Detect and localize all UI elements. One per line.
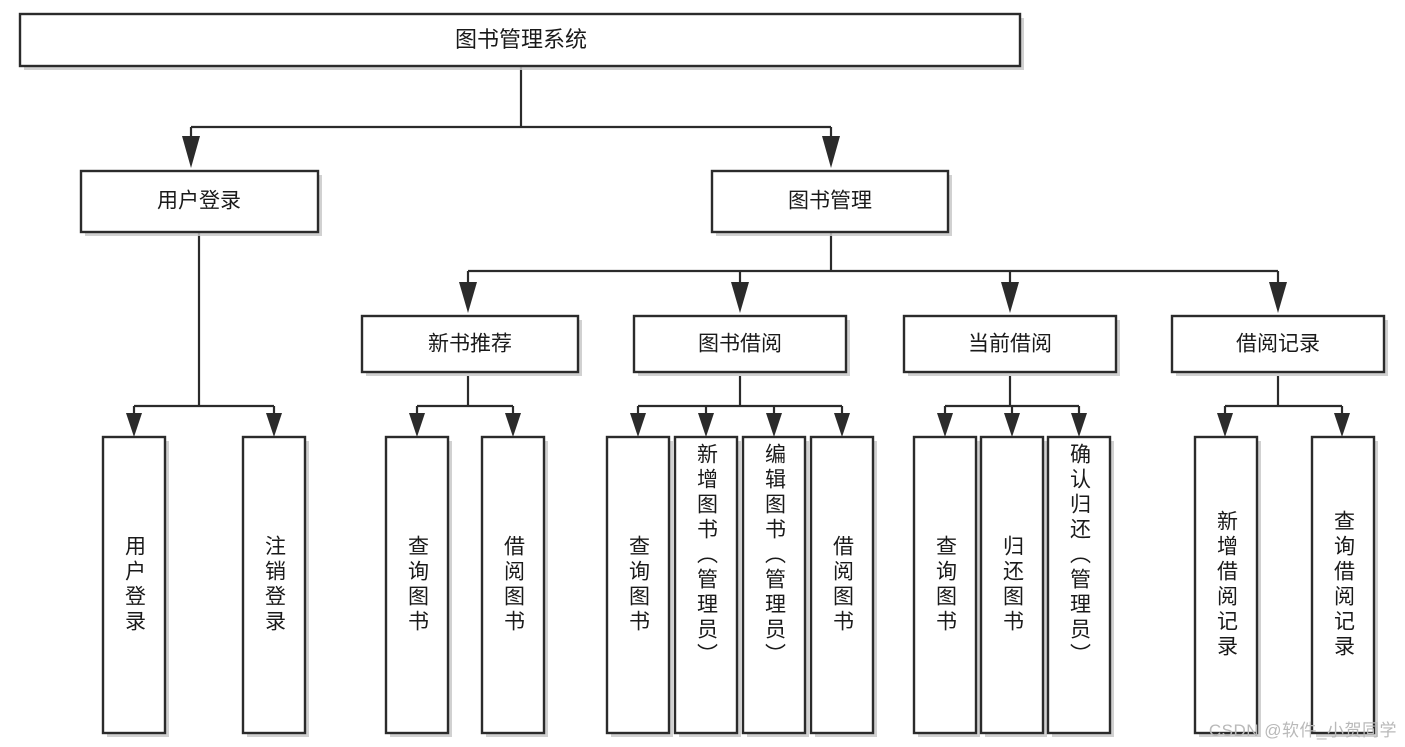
node-new-book-recommend[interactable]: 新书推荐 (360, 314, 582, 376)
node-book-borrow-box[interactable] (632, 314, 848, 374)
leaf-bb-4-box[interactable] (809, 435, 875, 735)
leaf-bb-3-box[interactable] (741, 435, 807, 735)
leaf-current-borrow-3[interactable] (1046, 435, 1114, 737)
leaf-new-book-2[interactable] (480, 435, 548, 737)
node-root-label: 图书管理系统 (455, 27, 587, 52)
connector-group-root (182, 66, 840, 168)
node-current-borrow-label: 当前借阅 (968, 333, 1052, 356)
arrowhead-leaf-nb-2 (505, 413, 521, 437)
leaf-nb-1-box[interactable] (384, 435, 450, 735)
arrowhead-book-manage (822, 136, 840, 168)
connector-group-user-login (126, 232, 282, 437)
leaf-user-login-2[interactable] (241, 435, 309, 737)
arrowhead-borrow-record (1269, 282, 1287, 313)
leaf-cb-3-box[interactable] (1046, 435, 1112, 735)
arrowhead-leaf-ul-1 (126, 413, 142, 437)
csdn-watermark: CSDN @软件_小贺同学 (1208, 721, 1397, 740)
leaf-cb-1-box[interactable] (912, 435, 978, 735)
connector-group-book-manage (459, 232, 1287, 313)
leaf-current-borrow-2[interactable] (979, 435, 1047, 737)
connector-group-current-borrow (937, 376, 1087, 437)
node-user-login[interactable]: 用户登录 (79, 169, 322, 236)
leaf-new-book-1[interactable] (384, 435, 452, 737)
node-user-login-box[interactable] (79, 169, 320, 234)
node-book-manage-label: 图书管理 (788, 190, 872, 213)
node-borrow-record[interactable]: 借阅记录 (1170, 314, 1388, 376)
arrowhead-leaf-bb-2 (698, 413, 714, 437)
connector-group-book-borrow (630, 376, 850, 437)
node-book-manage[interactable]: 图书管理 (710, 169, 952, 236)
node-book-manage-box[interactable] (710, 169, 950, 234)
leaf-cb-2-box[interactable] (979, 435, 1045, 735)
node-root-box[interactable] (18, 12, 1022, 68)
leaf-book-borrow-1[interactable] (605, 435, 673, 737)
arrowhead-leaf-bb-4 (834, 413, 850, 437)
node-borrow-record-box[interactable] (1170, 314, 1386, 374)
node-new-book-box[interactable] (360, 314, 580, 374)
node-book-borrow[interactable]: 图书借阅 (632, 314, 850, 376)
node-user-login-label: 用户登录 (157, 190, 241, 213)
leaf-ul-2-box[interactable] (241, 435, 307, 735)
leaf-ul-1-box[interactable] (101, 435, 167, 735)
leaf-bb-2-box[interactable] (673, 435, 739, 735)
leaf-book-borrow-3[interactable] (741, 435, 809, 737)
arrowhead-leaf-nb-1 (409, 413, 425, 437)
arrowhead-leaf-bb-3 (766, 413, 782, 437)
leaf-current-borrow-1[interactable] (912, 435, 980, 737)
node-root[interactable]: 图书管理系统 (18, 12, 1024, 70)
node-borrow-record-label: 借阅记录 (1236, 333, 1320, 356)
arrowhead-leaf-cb-2 (1004, 413, 1020, 437)
node-book-borrow-label: 图书借阅 (698, 333, 782, 356)
leaf-nb-2-box[interactable] (480, 435, 546, 735)
node-current-borrow[interactable]: 当前借阅 (902, 314, 1120, 376)
arrowhead-user-login (182, 136, 200, 168)
leaf-br-1-box[interactable] (1193, 435, 1259, 735)
leaf-borrow-record-1[interactable] (1193, 435, 1261, 737)
connector-group-new-book (409, 376, 521, 437)
arrowhead-new-book (459, 282, 477, 313)
leaf-bb-1-box[interactable] (605, 435, 671, 735)
node-current-borrow-box[interactable] (902, 314, 1118, 374)
arrowhead-current-borrow (1001, 282, 1019, 313)
arrowhead-leaf-cb-3 (1071, 413, 1087, 437)
arrowhead-leaf-br-1 (1217, 413, 1233, 437)
leaf-user-login-1[interactable] (101, 435, 169, 737)
arrowhead-leaf-cb-1 (937, 413, 953, 437)
leaf-br-2-box[interactable] (1310, 435, 1376, 735)
arrowhead-book-borrow (731, 282, 749, 313)
node-new-book-label: 新书推荐 (428, 333, 512, 356)
leaf-book-borrow-2[interactable] (673, 435, 741, 737)
leaf-borrow-record-2[interactable] (1310, 435, 1378, 737)
arrowhead-leaf-ul-2 (266, 413, 282, 437)
arrowhead-leaf-bb-1 (630, 413, 646, 437)
arrowhead-leaf-br-2 (1334, 413, 1350, 437)
leaf-book-borrow-4[interactable] (809, 435, 877, 737)
connector-group-borrow-record (1217, 376, 1350, 437)
